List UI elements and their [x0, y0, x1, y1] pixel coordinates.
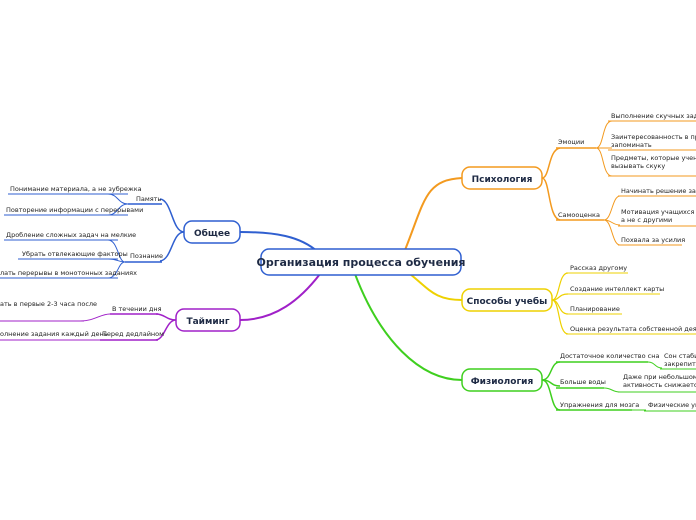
central-node[interactable]: [260, 248, 462, 276]
connector-psych-emotions: [541, 147, 561, 179]
connector-central-psychology: [404, 177, 463, 251]
physiology-node-label: Физиология: [471, 377, 534, 387]
water-detail[interactable]: Даже при небольшом об активность снижает…: [623, 373, 696, 389]
connector-central-study: [409, 273, 463, 301]
during-day-label[interactable]: В течении дня: [112, 305, 162, 313]
physiology-node[interactable]: [461, 368, 543, 392]
selfesteem-item-2[interactable]: Мотивация учащихся ср а не с другими: [621, 208, 696, 224]
selfesteem-item-3[interactable]: Похвала за усилия: [621, 236, 685, 244]
connector-emotion-item3: [595, 147, 613, 177]
exercise-label[interactable]: Упражнения для мозга: [560, 401, 639, 409]
connector-psych-selfesteem: [541, 177, 561, 221]
selfesteem-item-2-line1: Мотивация учащихся ср: [621, 208, 696, 216]
emotion-item-3-line1: Предметы, которые ученики: [611, 154, 696, 162]
cognition-item-2[interactable]: Убрать отвлекающие факторы: [22, 250, 128, 258]
timing-node-label: Тайминг: [186, 317, 229, 327]
sleep-detail[interactable]: Сон стабил закрепить: [664, 352, 696, 368]
connector-cognition-item1: [107, 239, 126, 263]
connector-study-item4: [551, 299, 569, 335]
emotion-item-2[interactable]: Заинтересованность в пред запоминать: [611, 133, 696, 149]
connector-central-general: [239, 231, 319, 253]
connector-timing-deadline: [155, 319, 177, 341]
sleep-detail-line2: закрепить: [664, 360, 696, 368]
during-day-item-1[interactable]: ать в первые 2-3 часа после: [0, 300, 97, 308]
study-item-1[interactable]: Рассказ другому: [570, 264, 627, 272]
central-node-label: Организация процесса обучения: [257, 256, 466, 269]
general-node[interactable]: [183, 220, 241, 244]
sleep-label[interactable]: Достаточное количество сна: [560, 352, 659, 360]
connector-central-physiology: [354, 273, 463, 381]
connector-phys-exercise: [541, 379, 561, 411]
connector-general-cognition: [159, 231, 185, 262]
connector-water-detail: [603, 387, 621, 393]
emotion-item-3-line2: вызывать скуку: [611, 162, 665, 170]
general-node-label: Общее: [194, 228, 230, 239]
study-item-3[interactable]: Планирование: [570, 305, 620, 313]
connector-phys-sleep: [541, 361, 561, 381]
connector-emotion-item1: [595, 120, 613, 149]
emotions-label[interactable]: Эмоции: [558, 138, 584, 146]
selfesteem-label[interactable]: Самооценка: [558, 211, 600, 219]
before-deadline-label[interactable]: Перед дедлайном: [102, 330, 164, 338]
emotion-item-3[interactable]: Предметы, которые ученики вызывать скуку: [611, 154, 696, 170]
connector-day-item: [79, 313, 111, 322]
water-label[interactable]: Больше воды: [560, 378, 606, 386]
emotion-item-2-line2: запоминать: [611, 141, 652, 149]
study-item-2[interactable]: Создание интеллект карты: [570, 285, 664, 293]
connector-selfesteem-item3: [603, 219, 621, 246]
water-detail-line2: активность снижается: [623, 381, 696, 389]
connector-timing-day: [155, 313, 177, 321]
before-deadline-item-1[interactable]: олнение задания каждый день: [0, 330, 108, 338]
water-detail-line1: Даже при небольшом об: [623, 373, 696, 381]
cognition-item-1[interactable]: Дробление сложных задач на мелкие: [6, 231, 136, 239]
study-item-4[interactable]: Оценка результата собственной деятельн: [570, 325, 696, 333]
sleep-detail-line1: Сон стабил: [664, 352, 696, 360]
study-methods-node[interactable]: [461, 288, 553, 312]
selfesteem-item-1[interactable]: Начинать решение зада: [621, 187, 696, 195]
memory-item-2[interactable]: Повторение информации с перерывами: [6, 206, 143, 214]
connector-sleep-detail: [647, 361, 663, 369]
cognition-label[interactable]: Познание: [130, 252, 163, 260]
psychology-node[interactable]: [461, 166, 543, 190]
study-methods-node-label: Способы учебы: [467, 296, 548, 307]
cognition-item-3[interactable]: лать перерывы в монотонных заданиях: [0, 269, 137, 277]
psychology-node-label: Психология: [472, 175, 533, 185]
emotion-item-1[interactable]: Выполнение скучных задач в: [611, 112, 696, 120]
memory-label[interactable]: Память: [136, 195, 161, 203]
connector-central-timing: [239, 273, 321, 321]
connector-selfesteem-item1: [603, 195, 621, 221]
selfesteem-item-2-line2: а не с другими: [621, 216, 672, 224]
connector-general-memory: [159, 198, 185, 233]
connector-study-item2: [551, 293, 569, 301]
connector-study-item1: [551, 272, 569, 301]
emotion-item-2-line1: Заинтересованность в пред: [611, 133, 696, 141]
connector-memory-item1: [107, 193, 129, 205]
exercise-detail[interactable]: Физические упр: [648, 401, 696, 409]
memory-item-1[interactable]: Понимание материала, а не зубрежка: [10, 185, 142, 193]
timing-node[interactable]: [175, 308, 241, 332]
